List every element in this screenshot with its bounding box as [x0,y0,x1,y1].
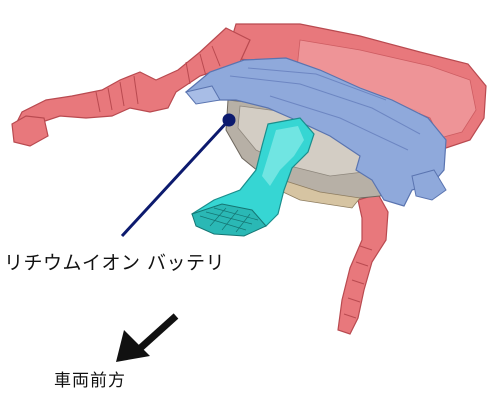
cover-bracket-left [185,85,221,105]
battery-cover [184,57,447,207]
duct-lower-ribs [343,245,373,319]
intake-grille-mesh [199,207,259,233]
air-intake-duct [191,117,315,237]
vehicle-front-label: 車両前方 [54,371,126,391]
leader-dot [222,113,236,127]
cover-main [184,57,447,207]
leader-line [120,118,231,238]
direction-arrow [116,313,179,362]
intake-grille [191,203,267,237]
cover-bracket-right [411,169,447,201]
intake-highlight [262,126,304,186]
duct-left-outlet [11,115,49,147]
battery-label: リチウムイオン バッテリ [4,252,226,274]
cover-rib [229,67,421,151]
duct-left-ribs [95,45,221,113]
